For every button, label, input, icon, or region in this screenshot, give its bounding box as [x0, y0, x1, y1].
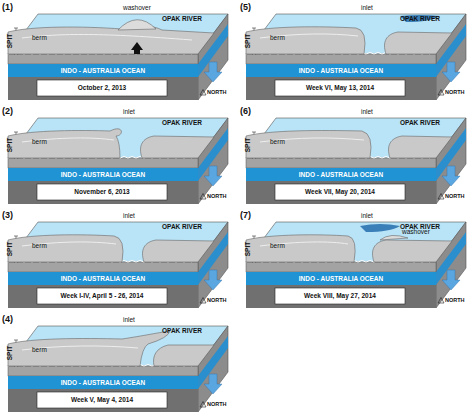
feature-label: inlet: [123, 213, 135, 220]
panel-number: (1): [2, 3, 13, 12]
spit-label: SPIT: [7, 346, 14, 360]
panel-number: (7): [240, 211, 251, 220]
feature-label: washover: [123, 5, 151, 12]
ocean-label: INDO - AUSTRALIA OCEAN: [8, 377, 198, 389]
feature-label: inlet: [361, 5, 373, 12]
north-label: NORTH: [445, 194, 465, 200]
date-label: Week V, May 4, 2014: [37, 392, 167, 408]
panel-number: (5): [240, 3, 251, 12]
spit-label: SPIT: [7, 138, 14, 152]
berm-label: berm: [270, 243, 285, 250]
river-label: OPAK RIVER: [400, 120, 440, 127]
north-label: NORTH: [445, 90, 465, 96]
panel-number: (2): [2, 107, 13, 116]
berm-label: berm: [32, 35, 47, 42]
panel-number: (3): [2, 211, 13, 220]
river-label: OPAK RIVER: [162, 120, 202, 127]
spit-label: SPIT: [245, 242, 252, 256]
north-label: NORTH: [207, 90, 227, 96]
berm-label: berm: [32, 139, 47, 146]
feature-label: inlet: [361, 109, 373, 116]
spit-label: SPIT: [7, 34, 14, 48]
north-label: NORTH: [207, 194, 227, 200]
ocean-label: INDO - AUSTRALIA OCEAN: [246, 273, 436, 285]
date-label: November 6, 2013: [37, 184, 167, 200]
north-label: NORTH: [207, 298, 227, 304]
date-label: October 2, 2013: [37, 80, 167, 96]
ocean-label: INDO - AUSTRALIA OCEAN: [246, 169, 436, 181]
spit-label: SPIT: [245, 34, 252, 48]
river-label: OPAK RIVER: [162, 224, 202, 231]
berm-label: berm: [32, 243, 47, 250]
panel-number: (6): [240, 107, 251, 116]
feature-label: inlet: [123, 317, 135, 324]
feature-label: inlet: [123, 109, 135, 116]
berm-label: berm: [270, 35, 285, 42]
river-label: OPAK RIVER: [400, 16, 440, 23]
berm-label: berm: [270, 139, 285, 146]
ocean-label: INDO - AUSTRALIA OCEAN: [8, 65, 198, 77]
feature-label: washover: [402, 229, 430, 236]
north-label: NORTH: [445, 298, 465, 304]
feature-label: inlet: [361, 213, 373, 220]
north-label: NORTH: [207, 402, 227, 408]
spit-label: SPIT: [245, 138, 252, 152]
date-label: Week VIII, May 27, 2014: [275, 288, 405, 304]
berm-label: berm: [32, 347, 47, 354]
ocean-label: INDO - AUSTRALIA OCEAN: [8, 169, 198, 181]
river-label: OPAK RIVER: [162, 16, 202, 23]
spit-label: SPIT: [7, 242, 14, 256]
date-label: Week VII, May 20, 2014: [275, 184, 405, 200]
panel-number: (4): [2, 315, 13, 324]
river-label: OPAK RIVER: [162, 328, 202, 335]
ocean-label: INDO - AUSTRALIA OCEAN: [8, 273, 198, 285]
date-label: Week I-IV, April 5 - 26, 2014: [37, 288, 167, 304]
date-label: Week VI, May 13, 2014: [275, 80, 405, 96]
ocean-label: INDO - AUSTRALIA OCEAN: [246, 65, 436, 77]
